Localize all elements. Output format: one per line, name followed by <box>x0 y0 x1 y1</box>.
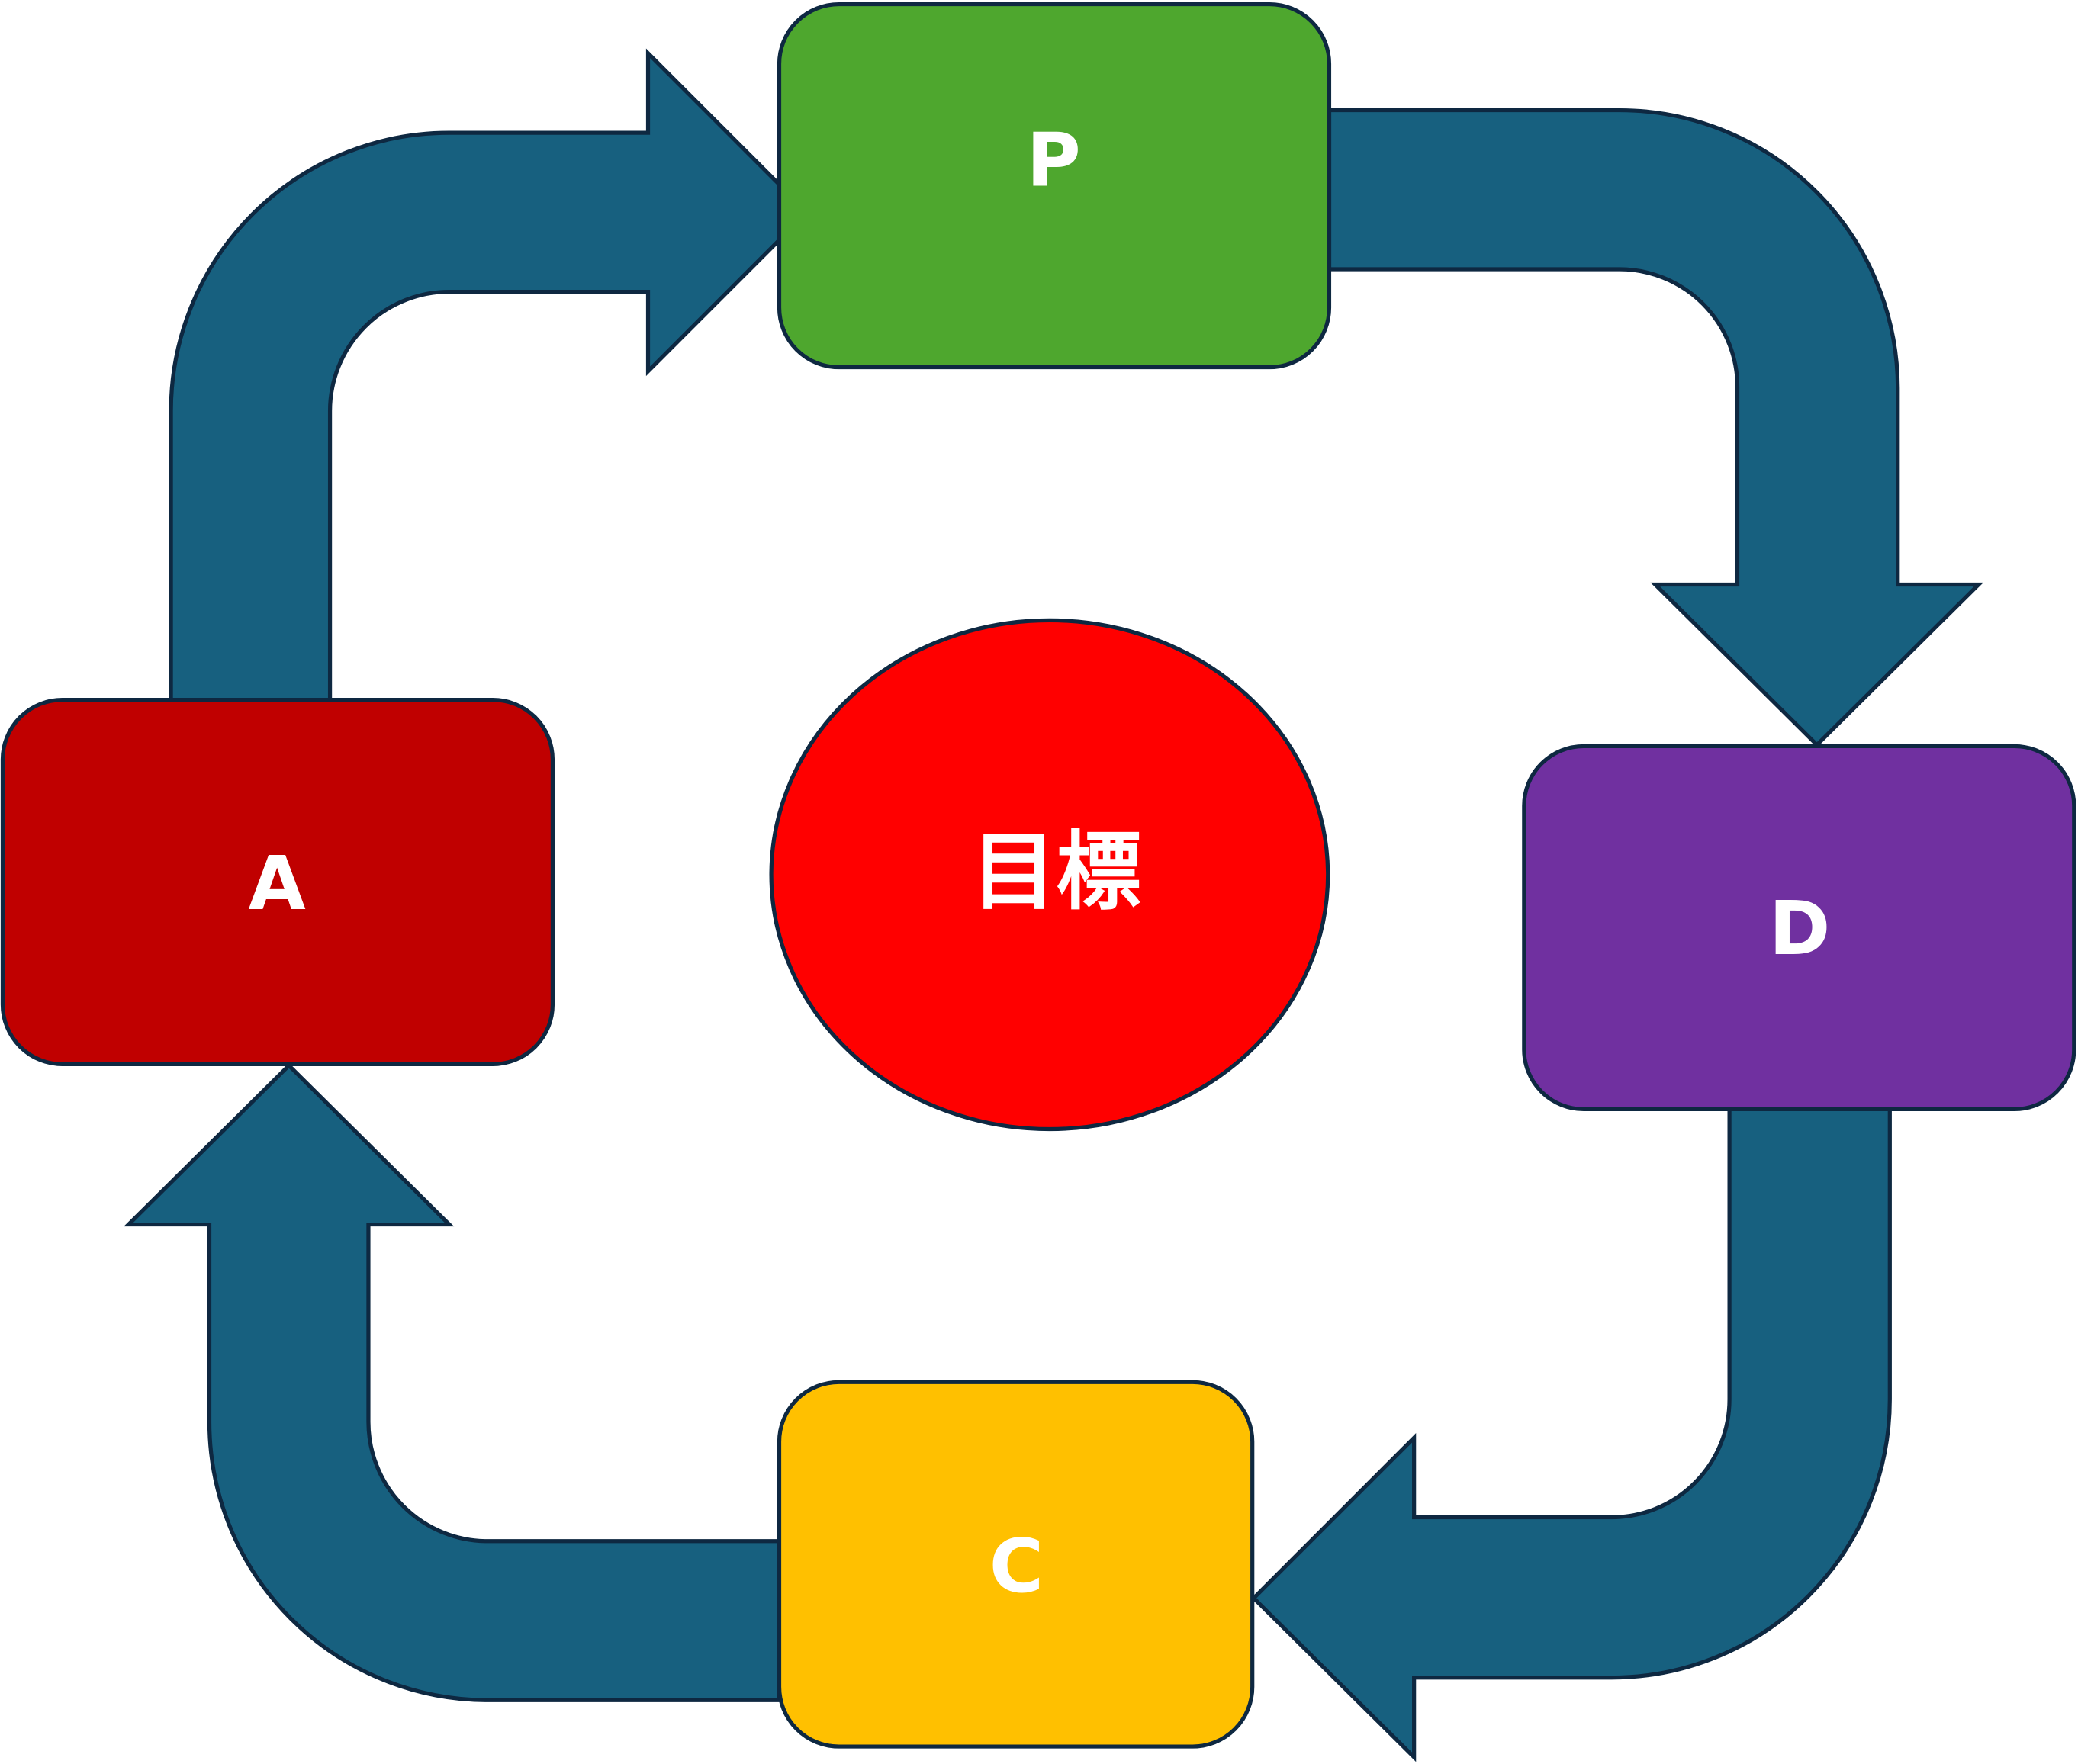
arrow-c-to-a <box>124 1062 782 1702</box>
node-d-label: D <box>1769 885 1831 972</box>
node-p-label: P <box>1026 117 1080 204</box>
node-c-label: C <box>989 1523 1044 1609</box>
center-goal-label: 目標 <box>971 824 1140 922</box>
node-a-label: A <box>248 840 305 927</box>
node-c: C <box>777 1380 1255 1749</box>
node-a: A <box>0 698 555 1066</box>
center-goal: 目標 <box>769 618 1330 1132</box>
arrow-p-to-d <box>1327 108 1984 748</box>
node-d: D <box>1522 744 2076 1112</box>
arrow-d-to-c <box>1250 1107 1892 1762</box>
node-p: P <box>777 2 1332 370</box>
arrow-a-to-p <box>169 48 810 702</box>
